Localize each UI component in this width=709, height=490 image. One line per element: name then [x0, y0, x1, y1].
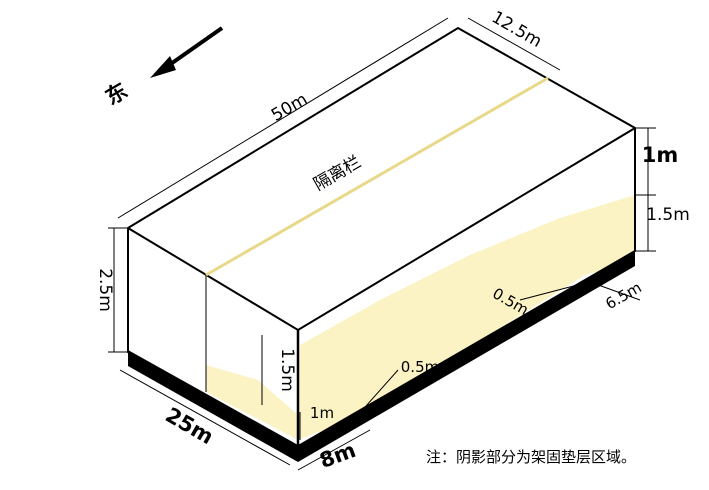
- direction-arrow-head: [150, 56, 176, 78]
- dim-label-height-left: 2.5m: [95, 268, 115, 312]
- slope-label-b: 0.5m: [401, 358, 439, 376]
- dim-line-width-top: [467, 17, 561, 71]
- shaded-region-left-face: [206, 365, 298, 440]
- base-strip-left: [128, 350, 298, 462]
- dim-label-right-bottom: 6.5m: [602, 278, 644, 313]
- slope-leader-b: [357, 369, 399, 416]
- dim-line-right-bottom: [589, 281, 641, 301]
- shaded-region-right-face: [298, 195, 635, 440]
- dim-line-front-bottom: [297, 429, 371, 471]
- fence-line: [205, 76, 549, 277]
- dim-line-length-top: [117, 17, 449, 219]
- dim-line-front-left: [119, 369, 291, 466]
- dim-label-inner-height: 1.5m: [277, 348, 297, 392]
- base-strip-right: [298, 250, 635, 462]
- direction-label: 东: [101, 78, 131, 109]
- dim-label-right-upper: 1m: [642, 143, 679, 167]
- note-text: 注：阴影部分为架固垫层区域。: [426, 448, 636, 466]
- dim-label-right-lower: 1.5m: [646, 205, 690, 225]
- direction-arrow-shaft: [163, 26, 224, 70]
- slope-leader-a: [519, 282, 586, 301]
- dim-label-inner-bottom: 1m: [310, 404, 334, 422]
